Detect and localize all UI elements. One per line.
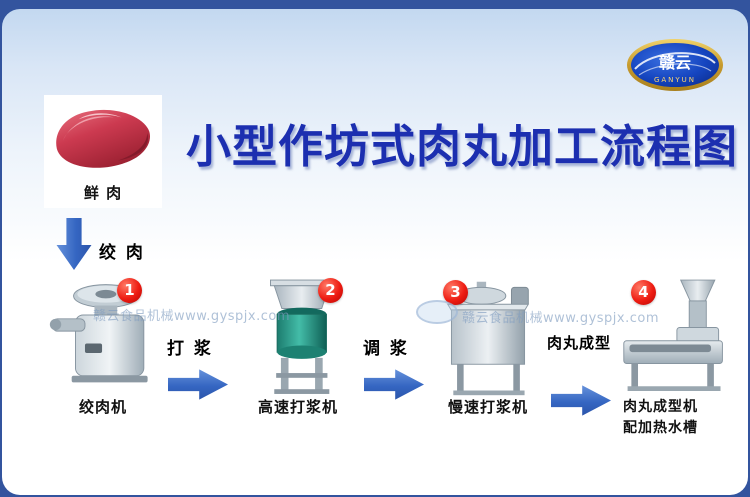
arrow-2-label: 调 浆 <box>363 339 409 359</box>
step-badge-1: 1 <box>117 278 142 303</box>
machine-box-forming-machine: 4 肉丸成型机 配加热水槽 <box>617 272 733 444</box>
brand-name-text: 赣云 <box>659 53 691 72</box>
brand-logo: 赣云 GANYUN <box>627 39 723 91</box>
machine-box-high-speed-beater: 2 高速打浆机 <box>239 272 357 422</box>
machine-3-label: 慢速打浆机 <box>447 398 528 416</box>
machine-box-slow-speed-beater: 3 慢速打浆机 <box>429 272 547 422</box>
machine-4-label-line2: 配加热水槽 <box>623 420 698 437</box>
brand-sub-text: GANYUN <box>654 76 696 84</box>
machine-4-photo <box>623 279 723 391</box>
machine-4-label: 肉丸成型机 配加热水槽 <box>623 397 698 440</box>
watermark-text-left: 赣云食品机械www.gyspjx.com <box>93 309 291 324</box>
watermark-logo-icon <box>416 300 458 324</box>
grind-step-label: 绞 肉 <box>99 243 145 263</box>
machine-2-photo <box>270 279 334 394</box>
arrow-1-label: 打 浆 <box>167 339 213 359</box>
fresh-meat-label: 鲜 肉 <box>83 184 123 202</box>
machine-1-label: 绞肉机 <box>78 398 127 416</box>
arrow-3-label: 肉丸成型 <box>547 334 612 352</box>
machine-box-grinder: 1 绞肉机 <box>44 272 162 422</box>
machine-1-photo <box>49 284 148 383</box>
fresh-meat-box: 鲜 肉 <box>44 95 162 208</box>
fresh-meat-photo <box>56 109 151 168</box>
machine-3-photo <box>446 281 530 396</box>
machine-2-label: 高速打浆机 <box>257 398 338 416</box>
machine-4-label-line1: 肉丸成型机 <box>623 398 698 415</box>
watermark-text-right: 赣云食品机械www.gyspjx.com <box>462 311 660 326</box>
page-title: 小型作坊式肉丸加工流程图 <box>186 120 739 173</box>
step-badge-4: 4 <box>631 280 656 305</box>
step-badge-2: 2 <box>318 278 343 303</box>
